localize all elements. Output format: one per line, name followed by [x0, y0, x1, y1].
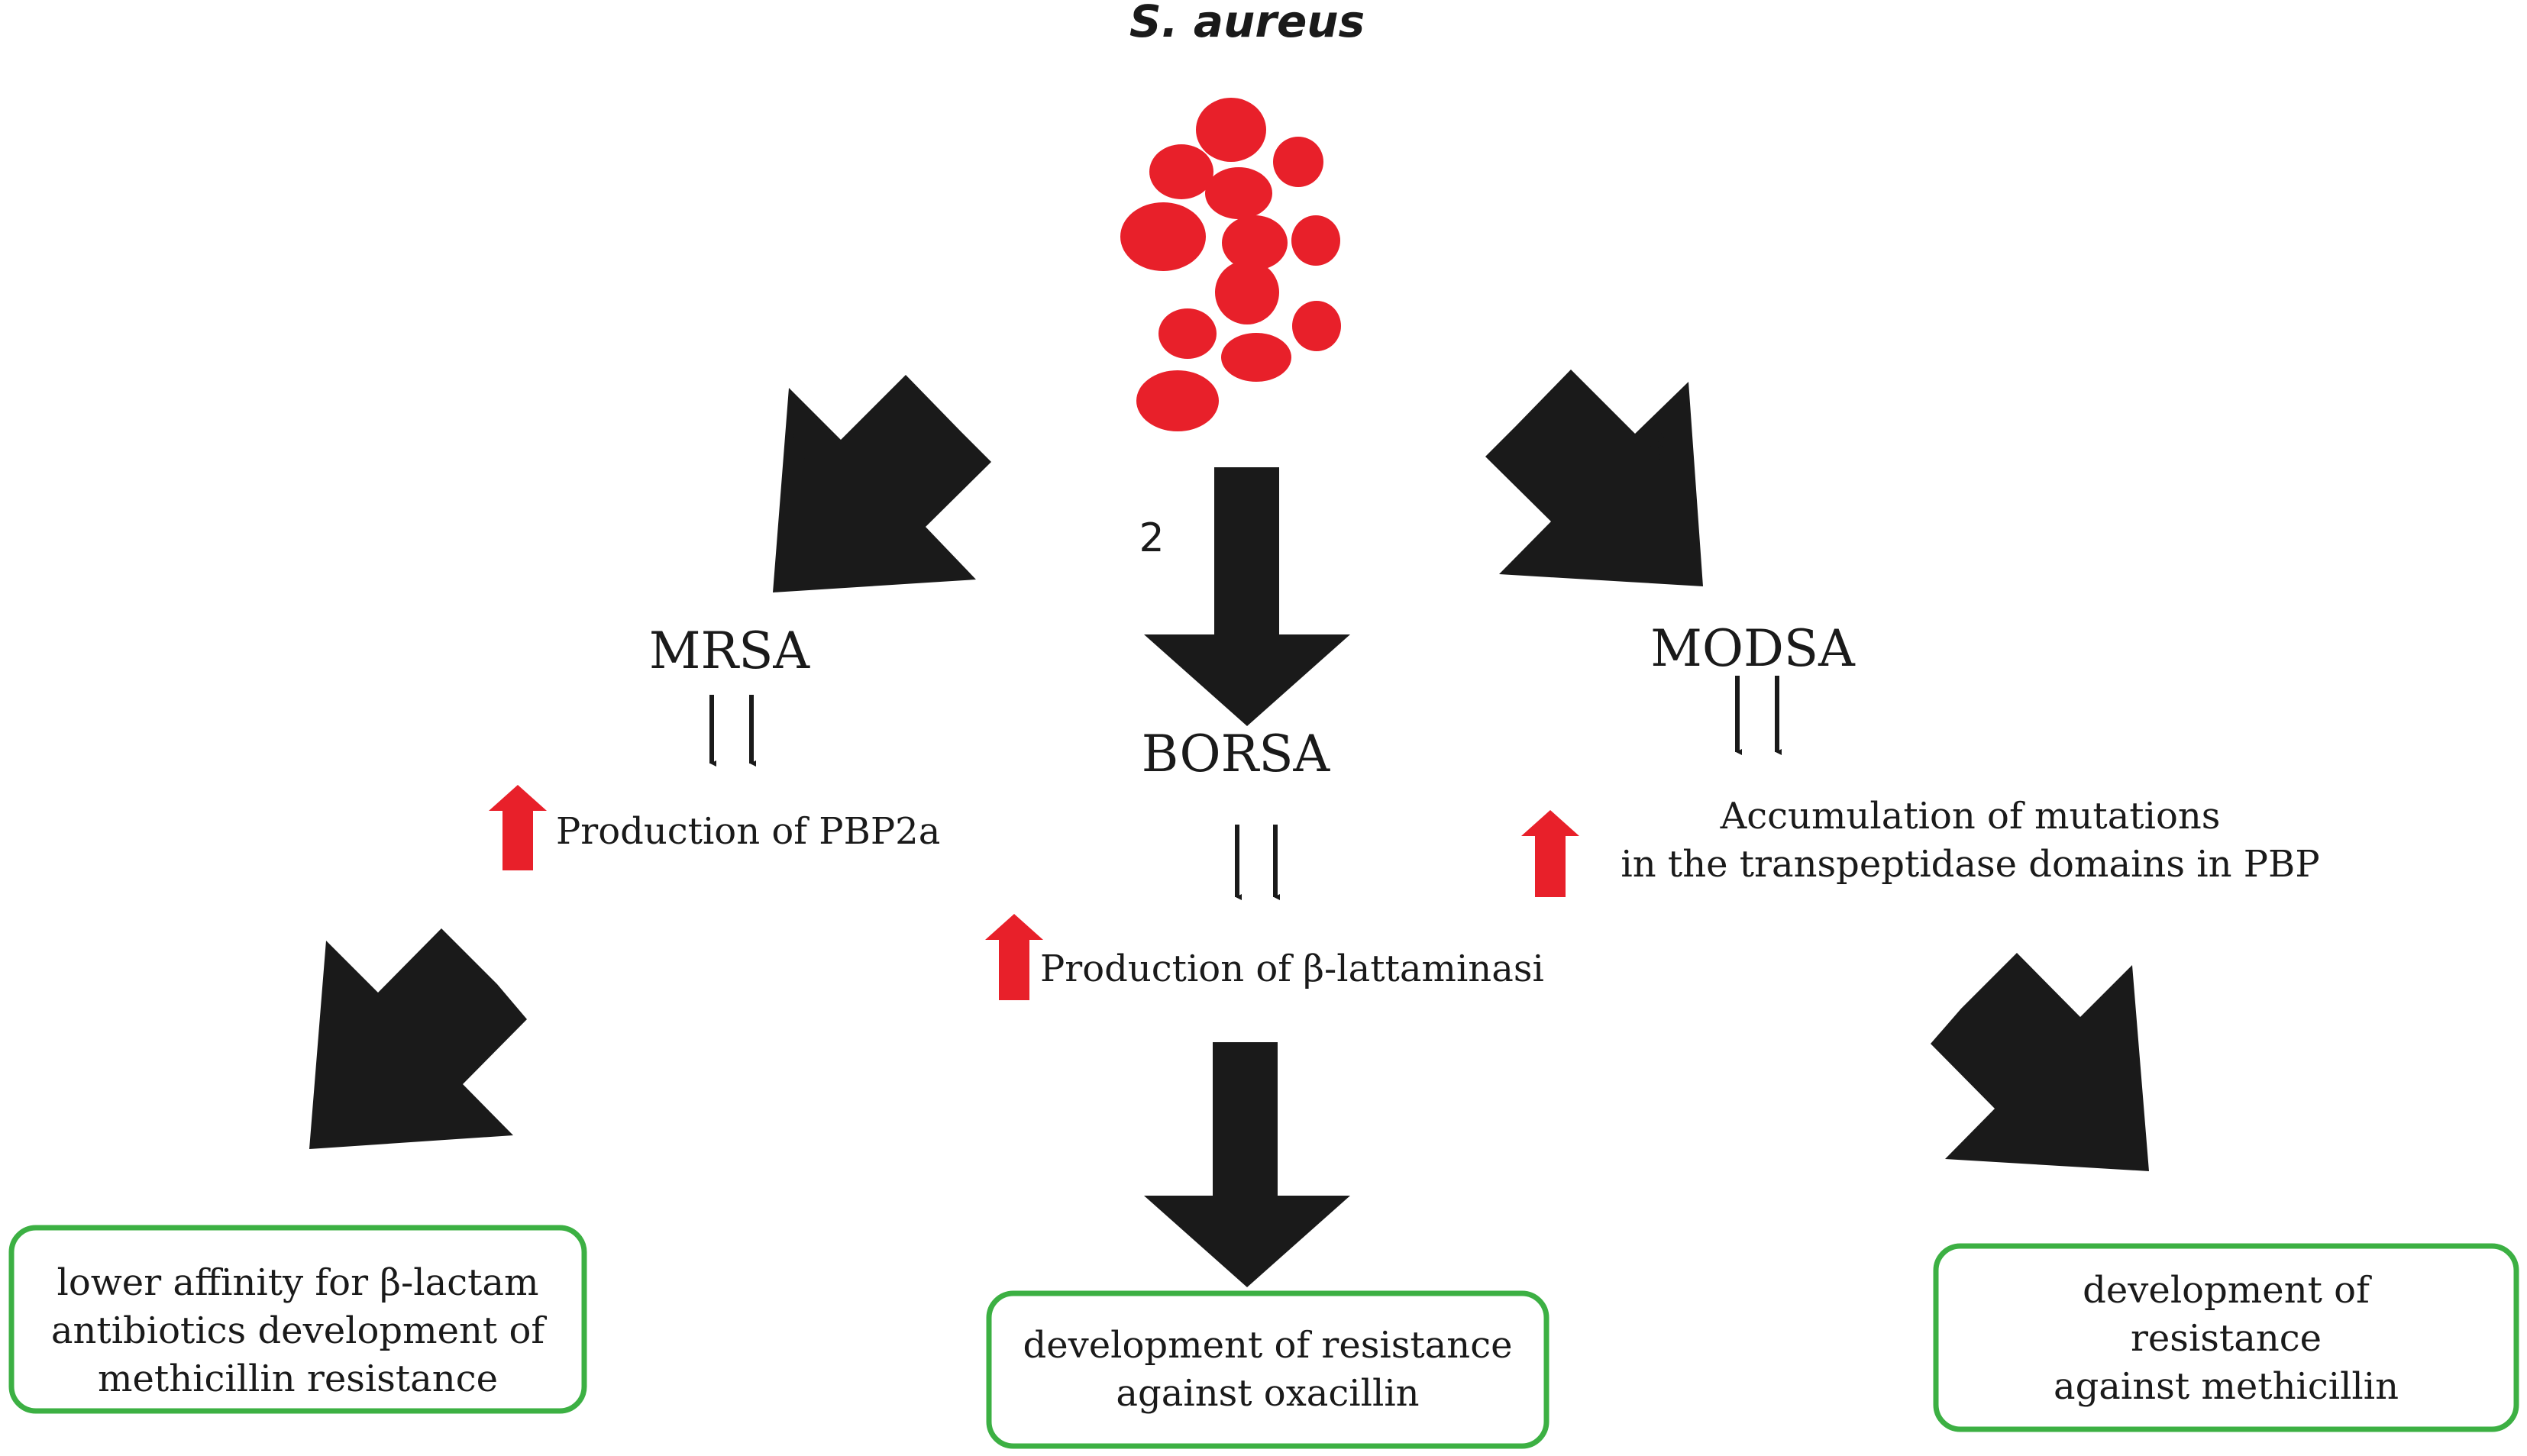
branch-2-number: 2 — [1139, 515, 1164, 561]
branch-1-outcome-line-2: antibiotics development of — [51, 1309, 547, 1352]
branch-3-outcome-box — [1933, 1243, 2519, 1432]
branch-3-outcome-line-1: development of — [2083, 1269, 2372, 1312]
branch-1-outcome-line-1: lower affinity for β-lactam — [57, 1261, 538, 1304]
branch-2-arrow — [1144, 467, 1350, 726]
branch-3-outcome-line-3: against methicillin — [2054, 1365, 2399, 1408]
branch-1-outcome-box — [8, 1225, 587, 1414]
bacteria-cluster-icon — [1120, 98, 1341, 431]
branch-2-increase-icon — [985, 914, 1043, 1000]
branch-3-name: MODSA — [1650, 619, 1856, 678]
branch-1-outcome-line-3: methicillin resistance — [98, 1358, 498, 1400]
branch-2-name: BORSA — [1142, 725, 1331, 783]
branch-2-outcome-box — [986, 1290, 1549, 1449]
branch-3-number: 3 — [1642, 425, 1667, 470]
branch-2-outcome-line-2: against oxacillin — [1116, 1372, 1419, 1415]
branch-2-double-arrow — [1235, 825, 1280, 900]
branch-1-name: MRSA — [649, 621, 810, 680]
branch-2-outcome-line-1: development of resistance — [1023, 1324, 1512, 1367]
diagram-title: S. aureus — [1129, 0, 1365, 47]
branch-3-double-arrow — [1735, 676, 1782, 755]
branch-1-number: 1 — [789, 426, 814, 472]
branch-2-effect: Production of β-lattaminasi — [1040, 948, 1544, 990]
branch-3-increase-icon — [1521, 810, 1579, 897]
branch-3-outcome-line-2: resistance — [2131, 1317, 2322, 1360]
branch-2-outcome-arrow — [1144, 1042, 1350, 1287]
branch-1-effect: Production of PBP2a — [556, 810, 940, 853]
branch-3-effect-line-2: in the transpeptidase domains in PBP — [1621, 843, 2319, 886]
branch-3-arrow — [1485, 370, 1703, 586]
branch-3-outcome-arrow — [1931, 953, 2149, 1171]
branch-1-arrow — [773, 375, 991, 592]
branch-1-double-arrow — [709, 695, 756, 767]
branch-3-effect-line-1: Accumulation of mutations — [1720, 795, 2221, 838]
branch-1-increase-icon — [489, 785, 547, 870]
branch-1-outcome-arrow — [309, 928, 527, 1149]
